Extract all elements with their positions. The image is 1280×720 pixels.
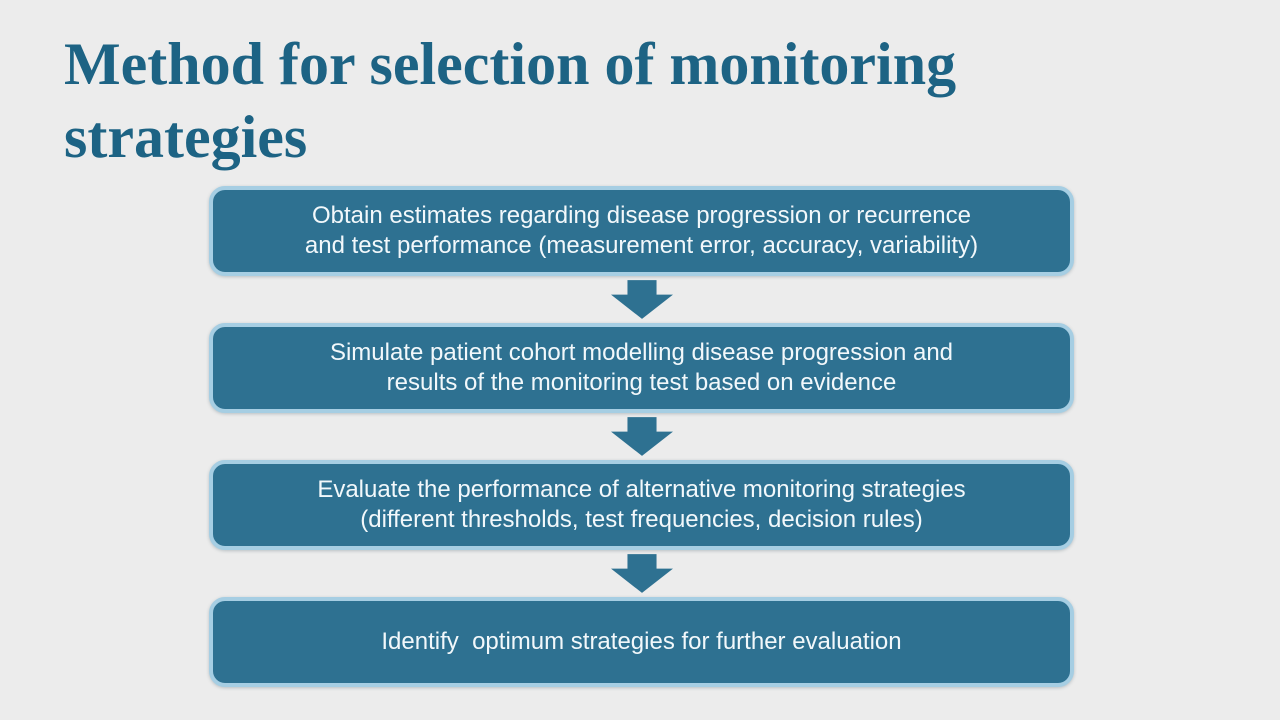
flow-step-3: Evaluate the performance of alternative … [209, 460, 1074, 550]
flow-step-2-text: Simulate patient cohort modelling diseas… [329, 339, 954, 396]
flow-step-2: Simulate patient cohort modelling diseas… [209, 323, 1074, 413]
arrow-row-3 [209, 550, 1074, 597]
arrow-row-2 [209, 413, 1074, 460]
arrow-row-1 [209, 276, 1074, 323]
flow-step-4: Identify optimum strategies for further … [209, 597, 1074, 687]
down-arrow-icon [610, 280, 673, 319]
slide-title: Method for selection of monitoring strat… [64, 28, 956, 174]
flow-step-3-text: Evaluate the performance of alternative … [317, 476, 966, 533]
flow-step-4-text: Identify optimum strategies for further … [381, 628, 902, 655]
slide-title-line-1: Method for selection of monitoring [64, 31, 957, 97]
flow-step-1-text: Obtain estimates regarding disease progr… [304, 202, 979, 259]
flow-diagram: Obtain estimates regarding disease progr… [209, 186, 1074, 687]
slide-title-line-2: strategies [64, 104, 308, 170]
flow-step-1: Obtain estimates regarding disease progr… [209, 186, 1074, 276]
down-arrow-icon [610, 417, 673, 456]
down-arrow-icon [610, 554, 673, 593]
